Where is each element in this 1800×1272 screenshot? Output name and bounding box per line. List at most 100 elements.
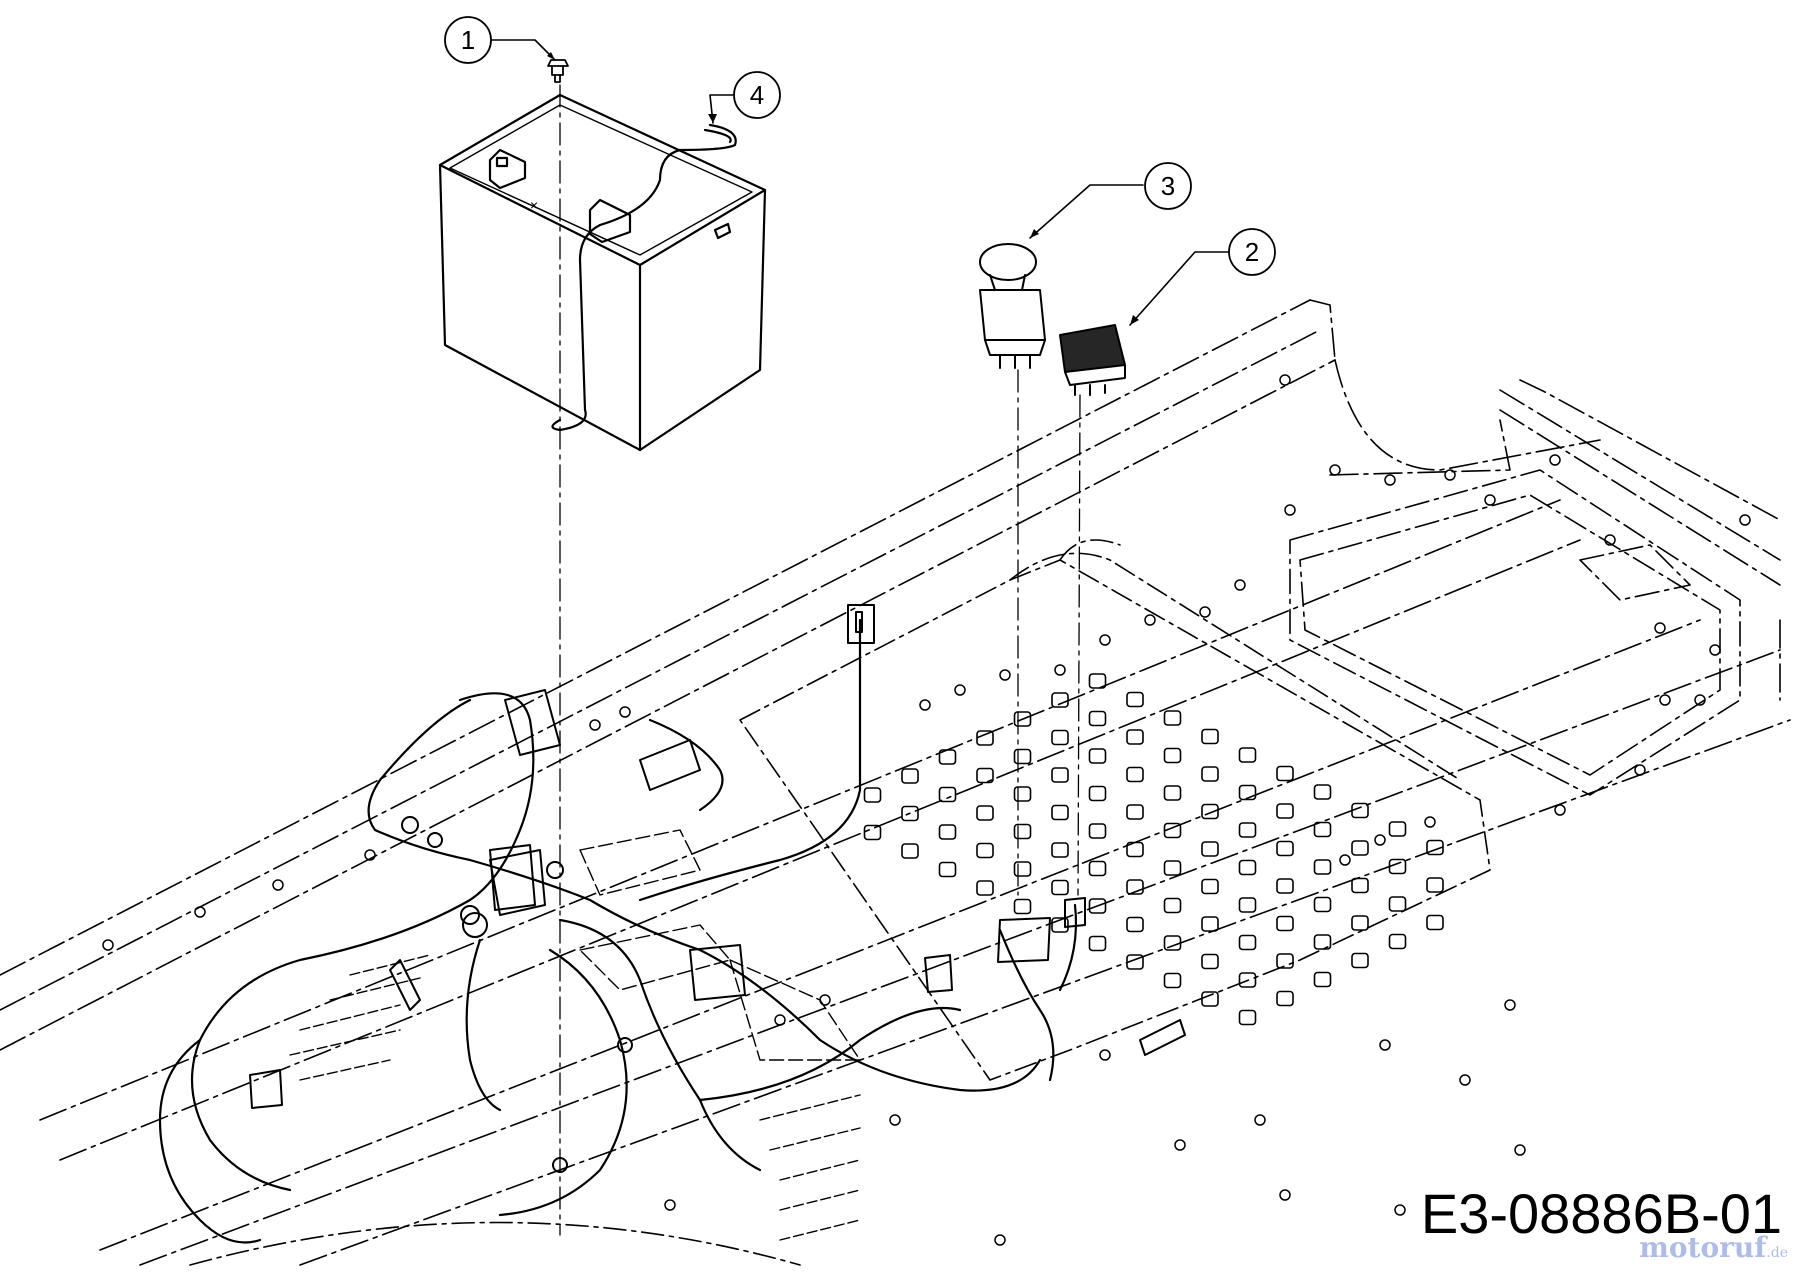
floor-pad [938,786,957,803]
floor-pad [1388,821,1407,837]
floor-pad [1088,673,1107,689]
battery-cable [551,123,737,432]
deck-arc [189,1221,801,1266]
floor-pad [1051,767,1069,783]
floor-pad [1276,878,1294,894]
leader-arrows [547,52,1139,325]
floor-pad [1051,879,1069,896]
floor-pad [1163,822,1182,839]
watermark-brand: motoruf [1639,1231,1767,1264]
floor-pad [1201,953,1219,970]
floor-pad [1051,842,1069,858]
floor-pad [976,730,994,746]
floor-pad [1238,972,1257,988]
floor-pad [1313,896,1332,913]
diagram-code: E3-08886B-01 [1420,1182,1782,1245]
floor-pad [1126,729,1144,745]
floor-pad [1163,785,1182,801]
floor-pad [1163,972,1182,989]
mounting-hole [1504,999,1516,1011]
mounting-hole [994,1234,1006,1246]
floor-pad [1201,728,1219,745]
mounting-hole [1339,854,1351,866]
mounting-hole [1199,606,1211,618]
mounting-hole [1444,469,1456,481]
floor-pad [1051,917,1069,933]
mounting-hole [1234,579,1246,591]
callout-3: 3 [1144,162,1192,210]
floor-pad [1051,804,1069,821]
floor-pad [1388,896,1407,912]
mounting-hole [1329,464,1341,476]
floor-pad [1238,1009,1257,1026]
floor-pad [1088,935,1107,952]
alignment-lines [559,84,1081,1236]
mounting-hole [1554,804,1566,816]
floor-pan [739,539,1491,1081]
floor-pad [976,805,994,821]
mounting-hole [1099,634,1111,646]
mounting-hole [1659,694,1671,706]
floor-pad [1013,898,1032,915]
floor-pad [938,861,957,878]
floor-pad [1351,915,1369,931]
callout-3-label: 3 [1161,171,1175,201]
mounting-hole [194,906,206,918]
floor-pad [1126,879,1144,895]
mounting-hole [1379,1039,1391,1051]
floor-pad [1276,915,1294,932]
mounting-hole [1634,764,1646,776]
mounting-hole [619,706,631,718]
solenoid [462,849,564,938]
switch [979,243,1046,369]
floor-pad [1163,710,1182,726]
mounting-hole [102,939,114,951]
floor-pad [1351,952,1369,969]
floor-pad [1201,841,1219,857]
mounting-hole [364,849,376,861]
floor-pad-grid [863,673,1444,1026]
floor-pad [1238,934,1257,951]
floor-pad [1163,897,1182,914]
floor-pad [1276,840,1294,857]
floor-pad [1126,766,1144,783]
floor-pad [863,824,882,841]
floor-pad [1126,691,1144,708]
floor-pad [1201,766,1219,782]
floor-pad [1126,841,1144,858]
mounting-hole [774,1014,786,1026]
mounting-hole [1694,694,1706,706]
bolt [547,59,569,83]
mounting-hole [889,1114,901,1126]
floor-pad [863,787,882,803]
floor-pad [1313,971,1332,988]
mounting-hole [1284,504,1296,516]
mounting-hole [954,684,966,696]
mounting-hole [999,669,1011,681]
floor-pad [1426,914,1444,931]
mounting-hole [1394,1204,1406,1216]
floor-pad [938,749,957,765]
callout-4-label: 4 [750,80,764,110]
mounting-hole [1484,494,1496,506]
floor-pad [1013,711,1032,727]
floor-pad [1013,786,1032,802]
mounting-hole [1374,834,1386,846]
floor-pad [1238,859,1257,876]
floor-pad [1351,877,1369,894]
floor-pad [1201,991,1219,1007]
mounting-hole [1279,374,1291,386]
mounting-hole [1279,1189,1291,1201]
callout-1-label: 1 [461,25,475,55]
deck-slots [289,829,861,1241]
callout-leaders [484,39,1229,326]
floor-pad [1313,784,1332,800]
floor-pad [1088,785,1107,802]
mounting-hole [1174,1139,1186,1151]
seat-plate [1289,469,1741,796]
floor-pad [1238,784,1257,801]
floor-pad [1276,990,1294,1007]
svg-text:×: × [530,197,538,213]
floor-pad [901,768,919,784]
